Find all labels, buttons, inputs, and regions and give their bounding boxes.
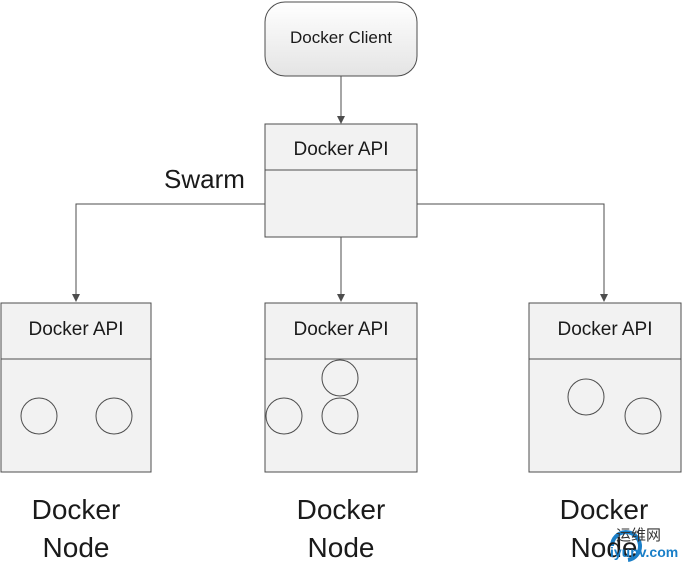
node-caption-line2: Node xyxy=(570,532,638,563)
container-circle xyxy=(20,397,58,435)
swarm-to-node-left-arrow xyxy=(72,203,265,302)
watermark-logo-icon xyxy=(610,530,642,562)
node-caption-line2: Node xyxy=(307,532,375,563)
container-circle xyxy=(567,378,605,416)
container-circle xyxy=(321,359,359,397)
docker-client-box xyxy=(264,1,418,77)
container-circle xyxy=(265,397,303,435)
docker-client-label: Docker Client xyxy=(289,28,393,47)
watermark-url: iyunv.com xyxy=(610,544,679,560)
node-caption-line1: Docker xyxy=(296,494,386,525)
node-middle-caption: Docker Node xyxy=(261,491,421,567)
node-box-middle xyxy=(264,302,418,473)
swarm-api-label: Docker API xyxy=(293,139,389,160)
node-caption-line1: Docker xyxy=(31,494,121,525)
node-box-right xyxy=(528,302,682,473)
node-caption-line1: Docker xyxy=(559,494,649,525)
swarm-label: Swarm xyxy=(164,164,245,194)
container-circle xyxy=(624,397,662,435)
node-right-caption: Docker Node xyxy=(524,491,683,567)
container-circle xyxy=(321,397,359,435)
swarm-to-node-right-arrow xyxy=(416,203,608,302)
swarm-box xyxy=(264,123,418,238)
watermark-text: 运维网 xyxy=(616,527,662,544)
node-left-caption: Docker Node xyxy=(0,491,156,567)
node-caption-line2: Node xyxy=(42,532,110,563)
node-right-api-label: Docker API xyxy=(557,319,653,340)
container-circle xyxy=(95,397,133,435)
node-left-api-label: Docker API xyxy=(28,319,124,340)
watermark: 运维网 iyunv.com xyxy=(588,520,683,568)
node-middle-api-label: Docker API xyxy=(293,319,389,340)
node-box-left xyxy=(0,302,152,473)
